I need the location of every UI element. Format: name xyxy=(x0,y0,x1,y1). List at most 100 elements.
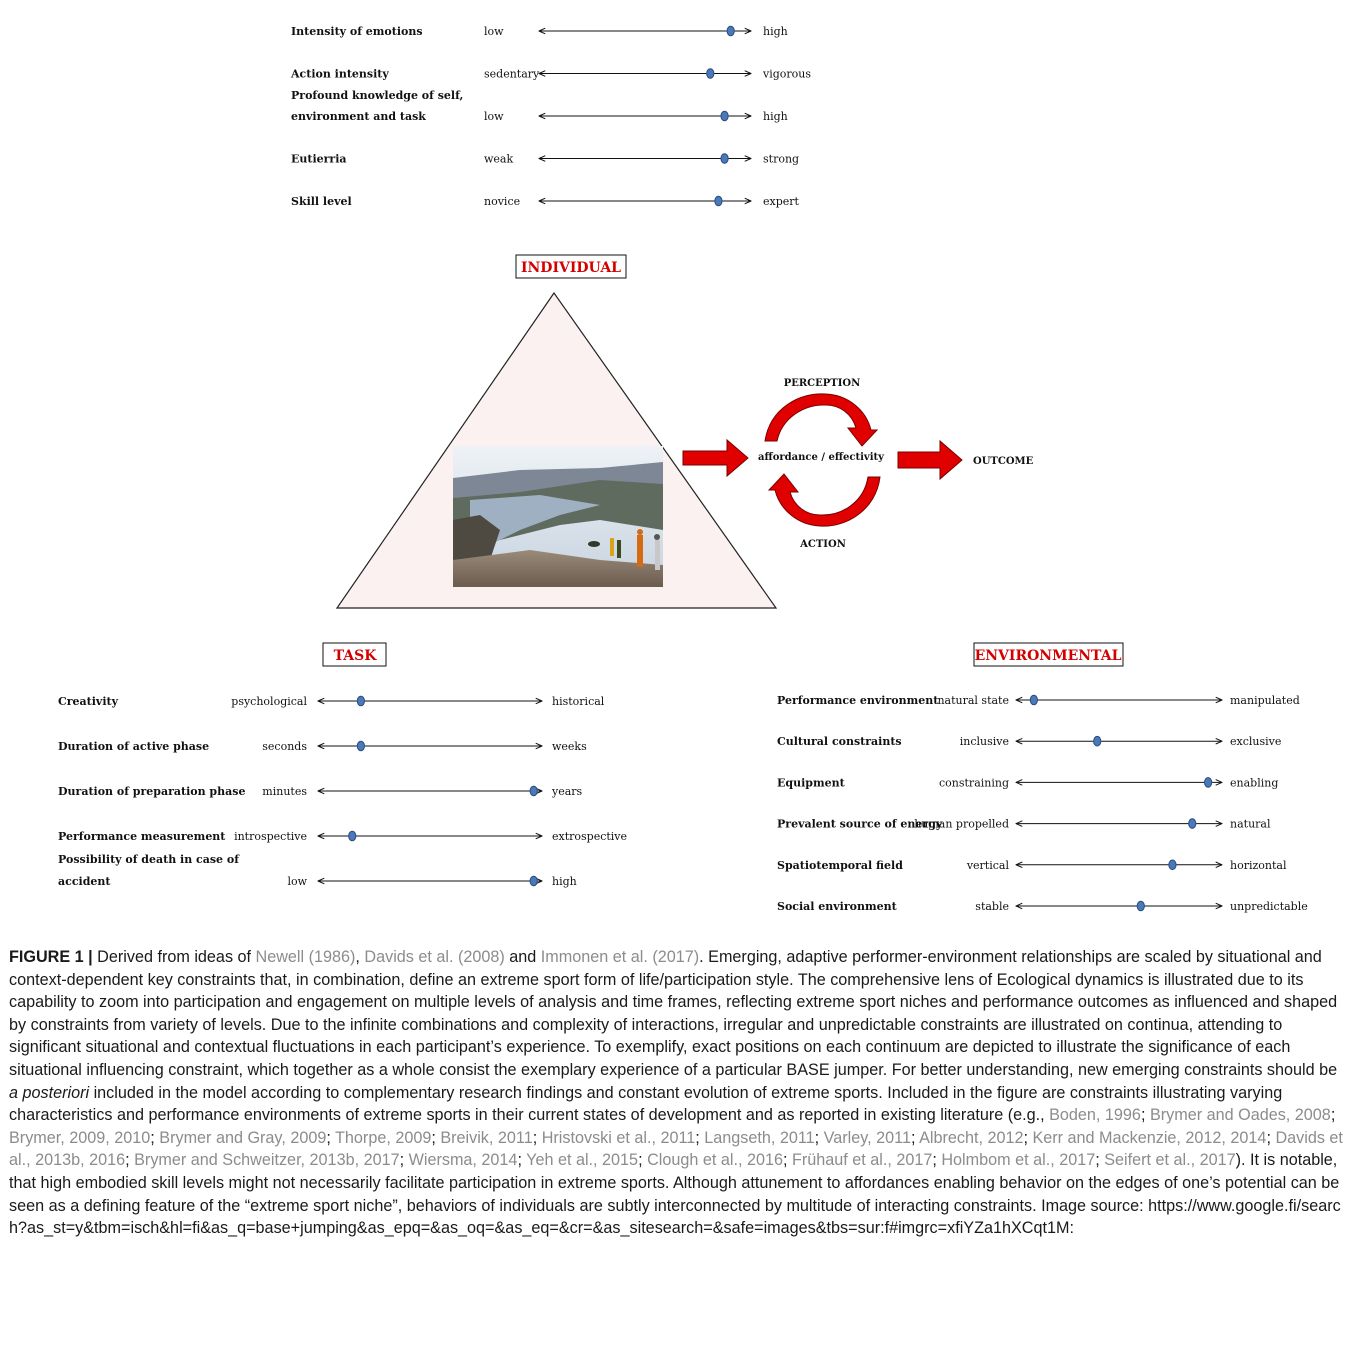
position-marker xyxy=(529,875,538,887)
environmental-title: ENVIRONMENTAL xyxy=(975,648,1122,664)
position-marker xyxy=(1136,900,1145,912)
continuum-high-label: enabling xyxy=(1230,776,1278,789)
constraint-label: Cultural constraints xyxy=(777,735,902,748)
continuum-high-label: high xyxy=(763,110,788,123)
continuum-low-label: inclusive xyxy=(960,735,1009,748)
caption-text: ; xyxy=(326,1128,336,1147)
citation-link[interactable]: Davids et al., 2013b, 2016 xyxy=(9,1128,1343,1170)
citation-link[interactable]: Seifert et al., 2017 xyxy=(1104,1151,1236,1170)
citation-link[interactable]: Brymer and Oades, 2008 xyxy=(1149,1106,1331,1125)
caption-text: ; xyxy=(1266,1128,1276,1147)
continuum-high-label: horizontal xyxy=(1230,859,1287,872)
action-curved-arrow xyxy=(767,473,881,527)
citation-link[interactable]: Brymer, 2009, 2010 xyxy=(9,1128,151,1147)
continuum-high-label: historical xyxy=(552,695,605,708)
citation-link[interactable]: Breivik, 2011 xyxy=(440,1128,533,1147)
citation-link[interactable]: Thorpe, 2009 xyxy=(335,1128,432,1147)
citation-link[interactable]: Langseth, 2011 xyxy=(704,1128,815,1147)
caption-text: ; xyxy=(532,1128,542,1147)
continuum-low-label: constraining xyxy=(939,776,1009,789)
citation-link[interactable]: Kerr and Mackenzie, 2012, 2014 xyxy=(1032,1128,1267,1147)
position-marker xyxy=(1204,777,1213,788)
constraint-row: Possibility of death in case of accident l… xyxy=(58,853,577,888)
citation-link[interactable]: Hristovski et al., 2011 xyxy=(541,1128,696,1147)
continuum-high-label: unpredictable xyxy=(1230,900,1308,913)
continuum-low-label: vertical xyxy=(966,859,1010,872)
constraint-label: Duration of preparation phase xyxy=(58,785,245,798)
caption-text: ; xyxy=(814,1128,824,1147)
constraint-label: Intensity of emotions xyxy=(291,25,423,38)
constraint-label: Eutierria xyxy=(291,153,347,166)
caption-text: ; xyxy=(1095,1151,1105,1170)
citation-link[interactable]: Wiersma, 2014 xyxy=(408,1151,518,1170)
citation-link[interactable]: Immonen et al. (2017) xyxy=(540,948,700,966)
caption-text: ; xyxy=(150,1128,160,1147)
task-title: TASK xyxy=(334,648,378,664)
position-marker xyxy=(720,153,729,164)
perception-action-cycle: PERCEPTION affordance / effectivity ACTI… xyxy=(758,378,885,550)
continuum-low-label: novice xyxy=(484,195,520,208)
position-marker xyxy=(714,195,723,207)
citation-link[interactable]: Davids et al. (2008) xyxy=(364,948,505,966)
citation-link[interactable]: Yeh et al., 2015 xyxy=(526,1151,639,1170)
continuum-high-label: high xyxy=(763,25,788,38)
caption-text: ; xyxy=(695,1128,705,1147)
constraint-row: Profound knowledge of self,environment a… xyxy=(291,89,788,123)
position-marker xyxy=(348,830,357,842)
outcome-label: OUTCOME xyxy=(973,456,1034,467)
action-label: ACTION xyxy=(799,539,846,550)
caption-text: Derived from ideas of xyxy=(92,948,256,966)
continuum-high-label: extrospective xyxy=(552,830,627,843)
continuum-low-label: human propelled xyxy=(914,818,1009,831)
continuum-high-label: vigorous xyxy=(762,68,811,81)
citation-link[interactable]: Boden, 1996 xyxy=(1049,1106,1141,1125)
base-jump-photo xyxy=(453,446,663,587)
constraint-label: Equipment xyxy=(777,776,846,789)
citation-link[interactable]: Newell (1986) xyxy=(255,948,356,966)
continuum-low-label: low xyxy=(287,875,307,888)
continuum-low-label: stable xyxy=(975,900,1009,913)
continuum-high-label: exclusive xyxy=(1230,735,1281,748)
citation-link[interactable]: Varley, 2011 xyxy=(823,1128,911,1147)
constraint-label: Skill level xyxy=(291,195,352,208)
perception-curved-arrow xyxy=(764,393,879,447)
caption-text: ; xyxy=(910,1128,920,1147)
caption-text: ). It is notable, that high embodied ski… xyxy=(9,1151,1340,1215)
affordance-effectivity-label: affordance / effectivity xyxy=(758,452,885,463)
caption-text: ; xyxy=(399,1151,409,1170)
image-source-url[interactable]: https://www.google.fi/search?as_st=y&tbm… xyxy=(9,1196,1341,1238)
citation-link[interactable]: Brymer and Gray, 2009 xyxy=(159,1128,327,1147)
citation-link[interactable]: Frühauf et al., 2017 xyxy=(791,1151,933,1170)
constraint-label: Action intensity xyxy=(290,68,389,81)
constraint-row: Equipment constraining enabling xyxy=(777,776,1278,789)
constraint-label: Performance measurement xyxy=(58,830,226,843)
constraint-label: Performance environment xyxy=(777,694,939,707)
constraint-label: Prevalent source of energy xyxy=(777,818,943,831)
caption-text: ; xyxy=(431,1128,441,1147)
caption-text: ; xyxy=(1023,1128,1033,1147)
citation-link[interactable]: Albrecht, 2012 xyxy=(919,1128,1024,1147)
citation-link[interactable]: Clough et al., 2016 xyxy=(647,1151,783,1170)
citation-link[interactable]: Brymer and Schweitzer, 2013b, 2017 xyxy=(134,1151,400,1170)
constraint-label: Possibility of death in case of xyxy=(58,853,240,866)
citation-link[interactable]: Holmbom et al., 2017 xyxy=(941,1151,1096,1170)
constraint-label: Creativity xyxy=(58,695,119,708)
continuum-high-label: manipulated xyxy=(1230,694,1300,707)
caption-text: ; xyxy=(1140,1106,1150,1125)
arrow-to-outcome xyxy=(897,439,963,481)
jumper-figures xyxy=(588,529,660,570)
constraint-label: accident xyxy=(58,875,111,888)
caption-text: ; xyxy=(125,1151,135,1170)
position-marker xyxy=(726,25,735,37)
perception-label: PERCEPTION xyxy=(784,378,861,389)
continuum-high-label: weeks xyxy=(552,740,587,753)
continuum-high-label: high xyxy=(552,875,577,888)
